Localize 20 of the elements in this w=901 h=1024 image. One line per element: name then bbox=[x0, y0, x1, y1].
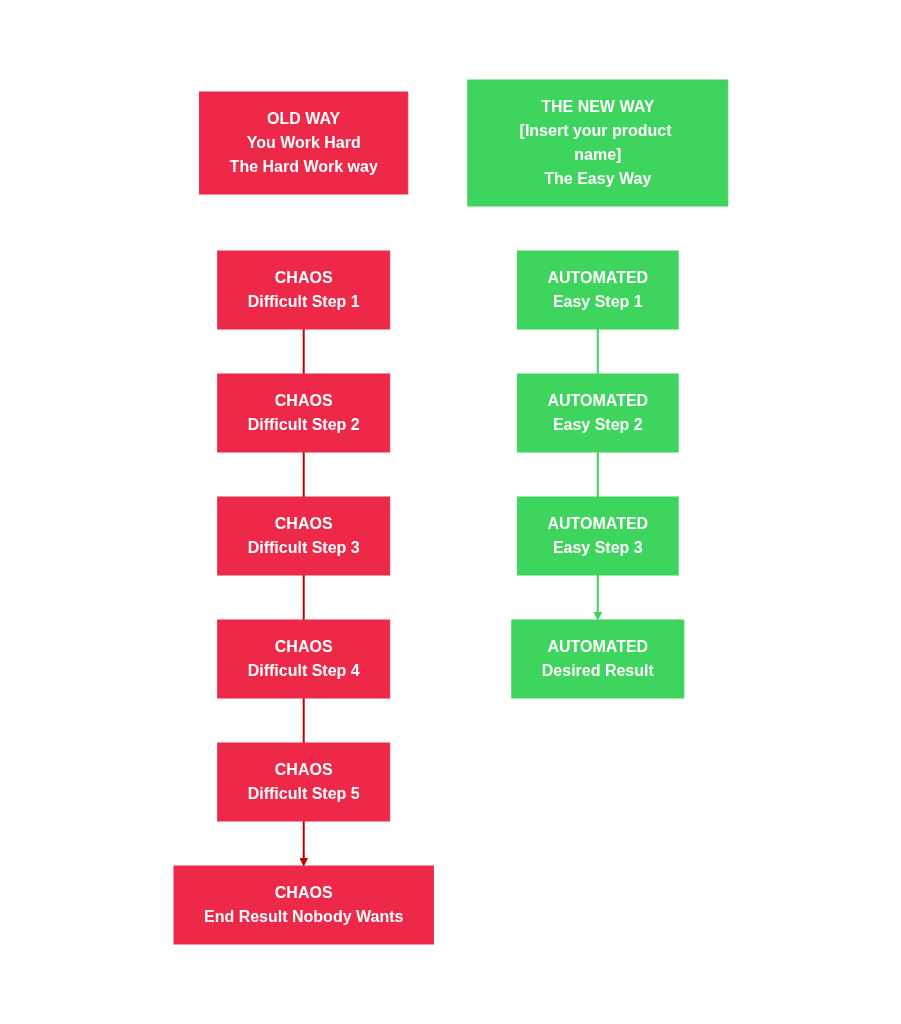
connector bbox=[302, 697, 305, 744]
node-box: CHAOS Difficult Step 3 bbox=[216, 496, 390, 576]
connector bbox=[302, 328, 305, 375]
node-box: CHAOS Difficult Step 5 bbox=[216, 742, 390, 822]
arrow bbox=[298, 820, 308, 867]
node-box: CHAOS Difficult Step 2 bbox=[216, 373, 390, 453]
node-box: OLD WAY You Work Hard The Hard Work way bbox=[198, 91, 408, 195]
connector bbox=[596, 328, 599, 375]
node-box: AUTOMATED Easy Step 2 bbox=[516, 373, 679, 453]
node-box: AUTOMATED Easy Step 1 bbox=[516, 250, 679, 330]
connector bbox=[302, 451, 305, 498]
connector bbox=[302, 574, 305, 621]
connector bbox=[596, 451, 599, 498]
node-box: CHAOS Difficult Step 4 bbox=[216, 619, 390, 699]
node-box: THE NEW WAY [Insert your product name] The Easy Way bbox=[466, 79, 728, 207]
node-box: CHAOS End Result Nobody Wants bbox=[173, 865, 434, 945]
node-box: AUTOMATED Desired Result bbox=[510, 619, 684, 699]
node-box: CHAOS Difficult Step 1 bbox=[216, 250, 390, 330]
node-box: AUTOMATED Easy Step 3 bbox=[516, 496, 679, 576]
arrow bbox=[593, 574, 602, 621]
